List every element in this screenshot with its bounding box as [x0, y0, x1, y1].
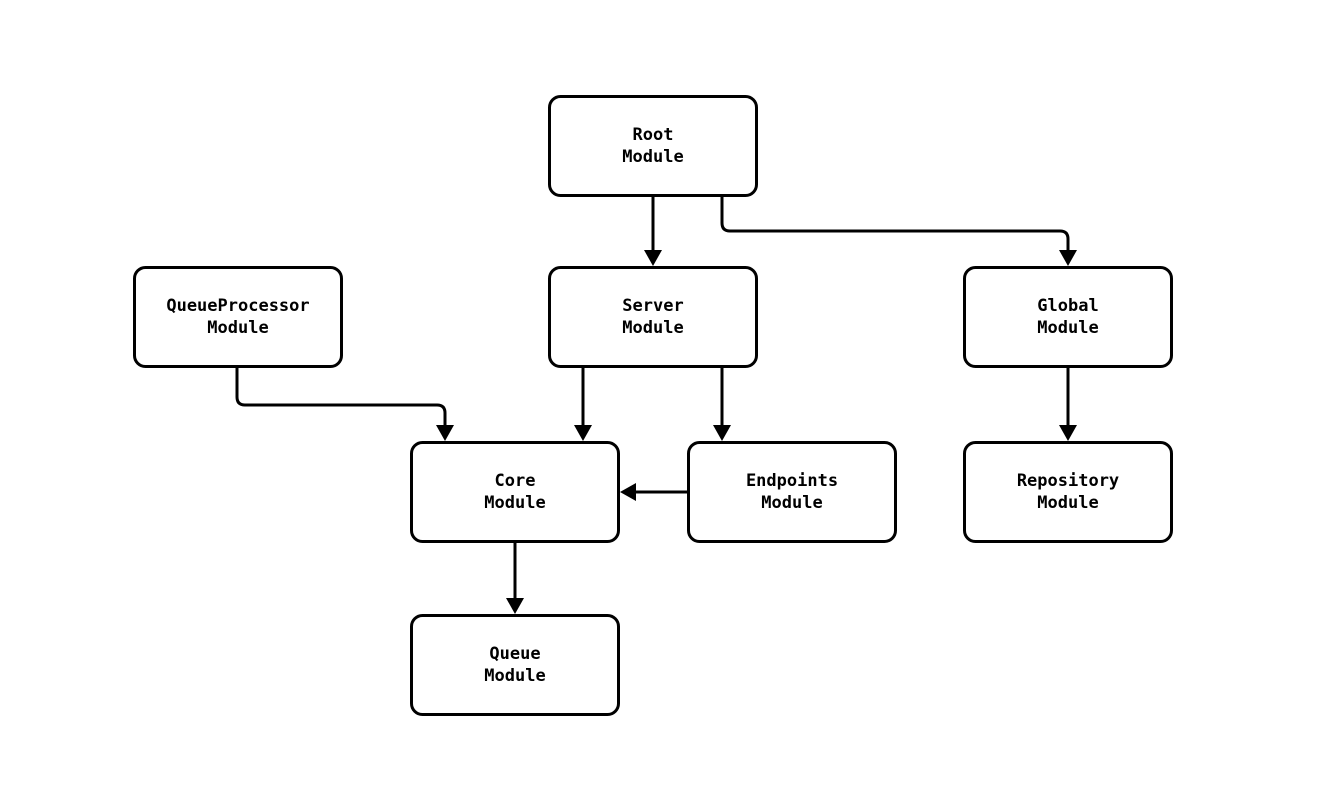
queueprocessor-module-node-box[interactable]: [133, 266, 343, 368]
core-module-node-label-line2: Module: [484, 493, 545, 513]
root-module-node-label-line1: Root: [633, 125, 674, 145]
root-module-node-label-line2: Module: [622, 147, 683, 167]
edge-root-to-global-line: [720, 197, 1070, 252]
core-module-node-box[interactable]: [410, 441, 620, 543]
edge-global-to-repository-arrowhead-icon: [1059, 425, 1077, 441]
edge-root-to-server: [644, 197, 662, 266]
queue-module-node-box[interactable]: [410, 614, 620, 716]
edge-server-to-core-arrowhead-icon: [574, 425, 592, 441]
endpoints-module-node-label-line1: Endpoints: [746, 471, 838, 491]
edges-layer: [235, 197, 1077, 614]
edge-root-to-server-arrowhead-icon: [644, 250, 662, 266]
edge-root-to-global: [720, 197, 1077, 266]
root-module-node-box[interactable]: [548, 95, 758, 197]
global-module-node-label-line2: Module: [1037, 318, 1098, 338]
repository-module-node-box[interactable]: [963, 441, 1173, 543]
edge-queueprocessor-to-core-arrowhead-icon: [436, 425, 454, 441]
queue-module-node-label-line1: Queue: [489, 644, 540, 664]
edge-root-to-global-arrowhead-icon: [1059, 250, 1077, 266]
nodes-layer: RootModuleQueueProcessorModuleServerModu…: [133, 95, 1173, 716]
edge-endpoints-to-core: [620, 483, 687, 501]
edge-server-to-core: [574, 368, 592, 441]
edge-core-to-queue: [506, 543, 524, 614]
endpoints-module-node-box[interactable]: [687, 441, 897, 543]
edge-server-to-endpoints: [713, 368, 731, 441]
server-module-node-label-line1: Server: [622, 296, 683, 316]
queueprocessor-module-node-label-line1: QueueProcessor: [166, 296, 309, 316]
edge-queueprocessor-to-core-line: [235, 368, 447, 427]
core-module-node-label-line1: Core: [495, 471, 536, 491]
server-module-node-box[interactable]: [548, 266, 758, 368]
repository-module-node-label-line2: Module: [1037, 493, 1098, 513]
repository-module-node-label-line1: Repository: [1017, 471, 1119, 491]
queue-module-node-label-line2: Module: [484, 666, 545, 686]
global-module-node-label-line1: Global: [1037, 296, 1098, 316]
edge-endpoints-to-core-arrowhead-icon: [620, 483, 636, 501]
server-module-node-label-line2: Module: [622, 318, 683, 338]
edge-global-to-repository: [1059, 368, 1077, 441]
global-module-node-box[interactable]: [963, 266, 1173, 368]
edge-server-to-endpoints-arrowhead-icon: [713, 425, 731, 441]
queueprocessor-module-node-label-line2: Module: [207, 318, 268, 338]
endpoints-module-node-label-line2: Module: [761, 493, 822, 513]
edge-queueprocessor-to-core: [235, 368, 454, 441]
edge-core-to-queue-arrowhead-icon: [506, 598, 524, 614]
